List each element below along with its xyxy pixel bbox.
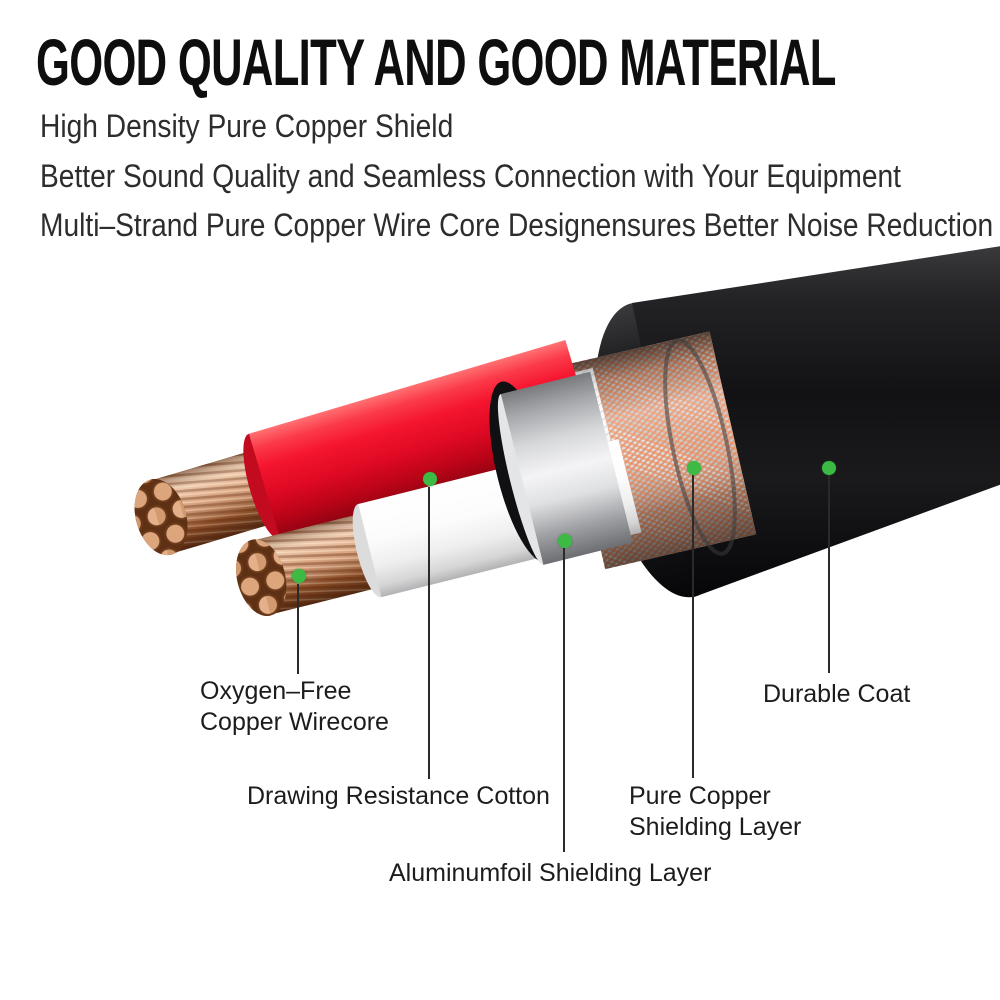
- feature-line-3: Multi–Strand Pure Copper Wire Core Desig…: [40, 207, 994, 243]
- cotton-layer: [365, 367, 627, 558]
- label-copper-shield: Pure Copper Shielding Layer: [629, 782, 802, 841]
- label-aluminum-foil: Aluminumfoil Shielding Layer: [389, 859, 712, 887]
- red-wire-copper-strands: [134, 449, 278, 556]
- callout-line-copper-wirecore: [297, 584, 299, 674]
- white-wire-copper-strands: [236, 513, 381, 616]
- cotton-filler-end: [348, 432, 410, 510]
- copper-braid-layer: [558, 331, 757, 570]
- durable-coat-layer: [594, 246, 1000, 598]
- red-wire: [134, 339, 597, 556]
- white-wire: [236, 439, 642, 616]
- label-durable-coat: Durable Coat: [763, 680, 911, 708]
- feature-line-2: Better Sound Quality and Seamless Connec…: [40, 158, 901, 194]
- jacket-cut-rim: [663, 338, 737, 556]
- page-title: GOOD QUALITY AND GOOD MATERIAL: [36, 25, 836, 99]
- marker-dot-copper-wirecore: [292, 569, 306, 583]
- label-cotton: Drawing Resistance Cotton: [247, 782, 550, 810]
- callout-line-cotton: [428, 487, 430, 779]
- marker-dot-cotton: [423, 472, 437, 486]
- callout-line-copper-shield: [692, 475, 694, 778]
- feature-line-1: High Density Pure Copper Shield: [40, 108, 454, 144]
- label-copper-wirecore: Oxygen–Free Copper Wirecore: [200, 677, 389, 736]
- callout-line-aluminum-foil: [563, 548, 565, 852]
- marker-dot-copper-shield: [687, 461, 701, 475]
- marker-dot-durable-coat: [822, 461, 836, 475]
- callout-line-durable-coat: [828, 475, 830, 673]
- marker-dot-aluminum-foil: [558, 534, 572, 548]
